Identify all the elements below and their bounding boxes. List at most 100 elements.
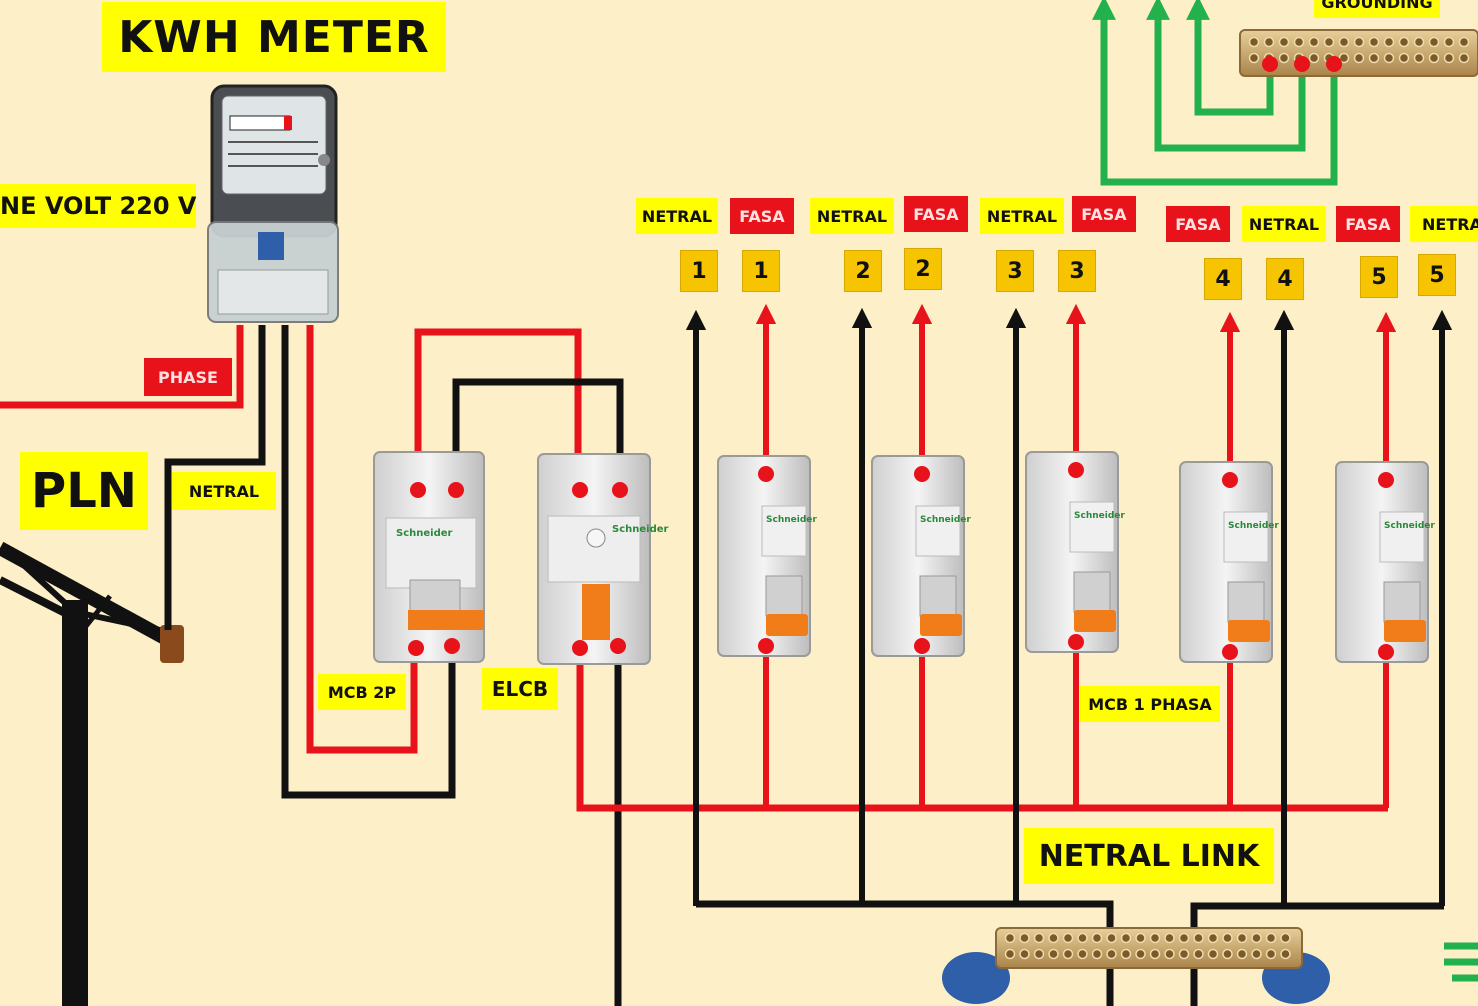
mcb-1-phasa-3: Schneider	[1025, 451, 1125, 653]
bar-screw	[1413, 52, 1425, 64]
mcb-terminal	[1068, 634, 1084, 650]
netral-link-label: NETRAL LINK	[1024, 828, 1274, 884]
bar-screw	[1019, 932, 1030, 944]
elcb-terminal	[610, 638, 626, 654]
circuit-number-6: 3	[1058, 250, 1096, 292]
circuit-label-10: NETRAL	[1410, 206, 1478, 242]
mcb-terminal	[1222, 644, 1238, 660]
mcb-1-phasa-2: Schneider	[871, 455, 971, 657]
mcb-terminal	[914, 638, 930, 654]
circuit-number-9: 5	[1360, 256, 1398, 298]
bar-screw	[1413, 36, 1425, 48]
mcb-terminal	[1222, 472, 1238, 488]
ground-terminal	[1326, 56, 1342, 72]
bar-screw	[1120, 948, 1132, 960]
elcb-label: ELCB	[482, 668, 558, 710]
circuit-label-3: NETRAL	[810, 198, 894, 234]
kwh-meter-label: KWH METER	[102, 2, 446, 72]
mcb-2p-terminal	[444, 638, 460, 654]
bar-screw	[1135, 932, 1146, 944]
mcb-terminal	[758, 638, 774, 654]
circuit-number-2: 1	[742, 250, 780, 292]
bar-screw	[1368, 52, 1380, 64]
bar-screw	[1048, 948, 1059, 960]
mcb-2p: Schneider	[373, 451, 485, 663]
bar-screw	[1383, 36, 1395, 48]
mcb-brand: Schneider	[920, 515, 971, 525]
elcb: Schneider	[537, 453, 669, 665]
bar-screw	[1135, 948, 1146, 960]
circuit-label-7: FASA	[1166, 206, 1230, 242]
bar-screw	[1062, 932, 1074, 944]
mcb-terminal	[758, 466, 774, 482]
bar-screw	[1004, 932, 1016, 944]
circuit-number-10: 5	[1418, 254, 1456, 296]
bar-screw	[1120, 932, 1132, 944]
circuit-label-6: FASA	[1072, 196, 1136, 232]
bar-screw	[1236, 948, 1248, 960]
bar-screw	[1353, 52, 1365, 64]
circuit-number-7: 4	[1204, 258, 1242, 300]
bar-screw	[1222, 948, 1233, 960]
circuit-label-8: NETRAL	[1242, 206, 1326, 242]
kwh-meter	[207, 84, 339, 323]
grounding-label: GROUNDING	[1314, 0, 1440, 18]
bar-screw	[1077, 932, 1088, 944]
elcb-terminal	[572, 640, 588, 656]
circuit-number-3: 2	[844, 250, 882, 292]
bar-screw	[1323, 36, 1335, 48]
bar-screw	[1308, 36, 1320, 48]
supply-wires	[0, 325, 1388, 1006]
circuit-number-1: 1	[680, 250, 718, 292]
circuit-label-5: NETRAL	[980, 198, 1064, 234]
mcb-1-phasa-4: Schneider	[1179, 461, 1279, 663]
ground-terminal	[1294, 56, 1310, 72]
grounding-bar	[1239, 29, 1478, 77]
bar-screw	[1164, 948, 1175, 960]
voltage-label: NE VOLT 220 V	[0, 184, 196, 228]
bar-screw	[1338, 52, 1350, 64]
pln-label: PLN	[20, 452, 148, 530]
mcb-terminal	[1378, 472, 1394, 488]
bar-screw	[1033, 932, 1045, 944]
neutral-bus-wires	[696, 900, 1444, 1006]
netral-supply-label: NETRAL	[172, 472, 276, 510]
phase-label: PHASE	[144, 358, 232, 396]
mcb-1-phasa-1: Schneider	[717, 455, 817, 657]
bar-screw	[1193, 948, 1204, 960]
bar-screw	[1222, 932, 1233, 944]
mcb-1-phasa-label: MCB 1 PHASA	[1080, 686, 1220, 722]
bar-screw	[1428, 36, 1440, 48]
bar-screw	[1091, 948, 1103, 960]
bar-screw	[1077, 948, 1088, 960]
elcb-terminal	[572, 482, 588, 498]
bar-screw	[1338, 36, 1350, 48]
bar-screw	[1458, 52, 1470, 64]
bar-screw	[1308, 52, 1320, 64]
bar-screw	[1048, 932, 1059, 944]
ground-wires	[1092, 0, 1478, 982]
ground-terminal	[1262, 56, 1278, 72]
mcb-brand: Schneider	[1228, 521, 1279, 531]
bar-screw	[1263, 36, 1275, 48]
bar-screw	[1149, 948, 1161, 960]
mcb-2p-terminal	[410, 482, 426, 498]
elcb-terminal	[612, 482, 628, 498]
bar-screw	[1398, 36, 1410, 48]
mcb-brand: Schneider	[1074, 511, 1125, 521]
bar-screw	[1251, 932, 1262, 944]
mcb-2p-label: MCB 2P	[318, 674, 406, 710]
bar-screw	[1293, 36, 1305, 48]
circuit-number-5: 3	[996, 250, 1034, 292]
bar-screw	[1004, 948, 1016, 960]
bar-screw	[1265, 932, 1277, 944]
bar-screw	[1248, 52, 1260, 64]
bar-screw	[1207, 932, 1219, 944]
mcb-terminal	[1068, 462, 1084, 478]
bar-screw	[1398, 52, 1410, 64]
bar-screw	[1033, 948, 1045, 960]
bar-screw	[1280, 948, 1291, 960]
bar-screw	[1443, 36, 1455, 48]
